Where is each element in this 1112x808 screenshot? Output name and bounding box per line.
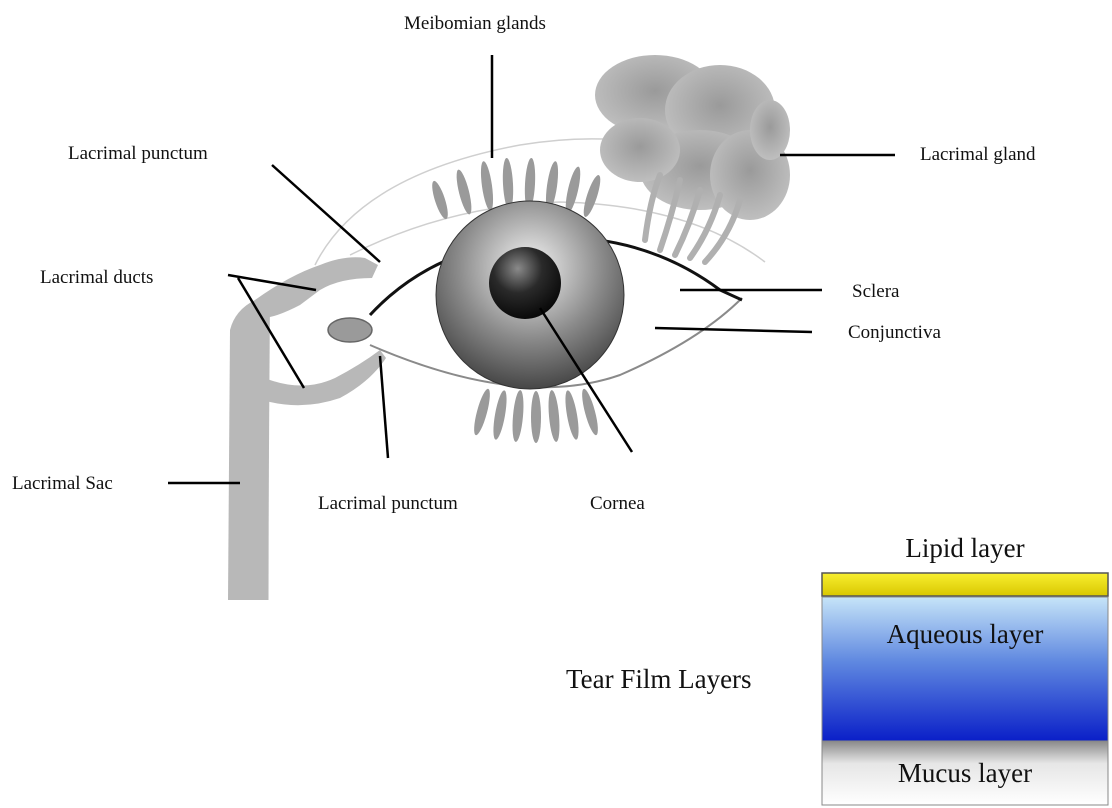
label-lacrimal-punctum-lower: Lacrimal punctum — [318, 494, 458, 513]
lower-gland-strokes — [471, 388, 601, 443]
label-sclera: Sclera — [852, 282, 899, 301]
pupil — [489, 247, 561, 319]
aqueous-layer-label: Aqueous layer — [822, 621, 1108, 648]
label-lacrimal-punctum-upper: Lacrimal punctum — [68, 144, 208, 163]
label-cornea: Cornea — [590, 494, 645, 513]
lacrimal-gland-shape — [595, 55, 790, 220]
label-meibomian-glands: Meibomian glands — [404, 14, 546, 33]
label-lacrimal-gland: Lacrimal gland — [920, 145, 1036, 164]
lipid-layer-bar — [822, 573, 1108, 596]
lipid-layer-label: Lipid layer — [822, 535, 1108, 562]
lacrimal-caruncle — [328, 318, 372, 342]
mucus-layer-label: Mucus layer — [822, 760, 1108, 787]
label-lacrimal-sac: Lacrimal Sac — [12, 474, 113, 493]
tear-film-title: Tear Film Layers — [566, 666, 752, 693]
lacrimal-drainage — [228, 257, 386, 600]
label-lacrimal-ducts: Lacrimal ducts — [40, 268, 153, 287]
label-conjunctiva: Conjunctiva — [848, 323, 941, 342]
